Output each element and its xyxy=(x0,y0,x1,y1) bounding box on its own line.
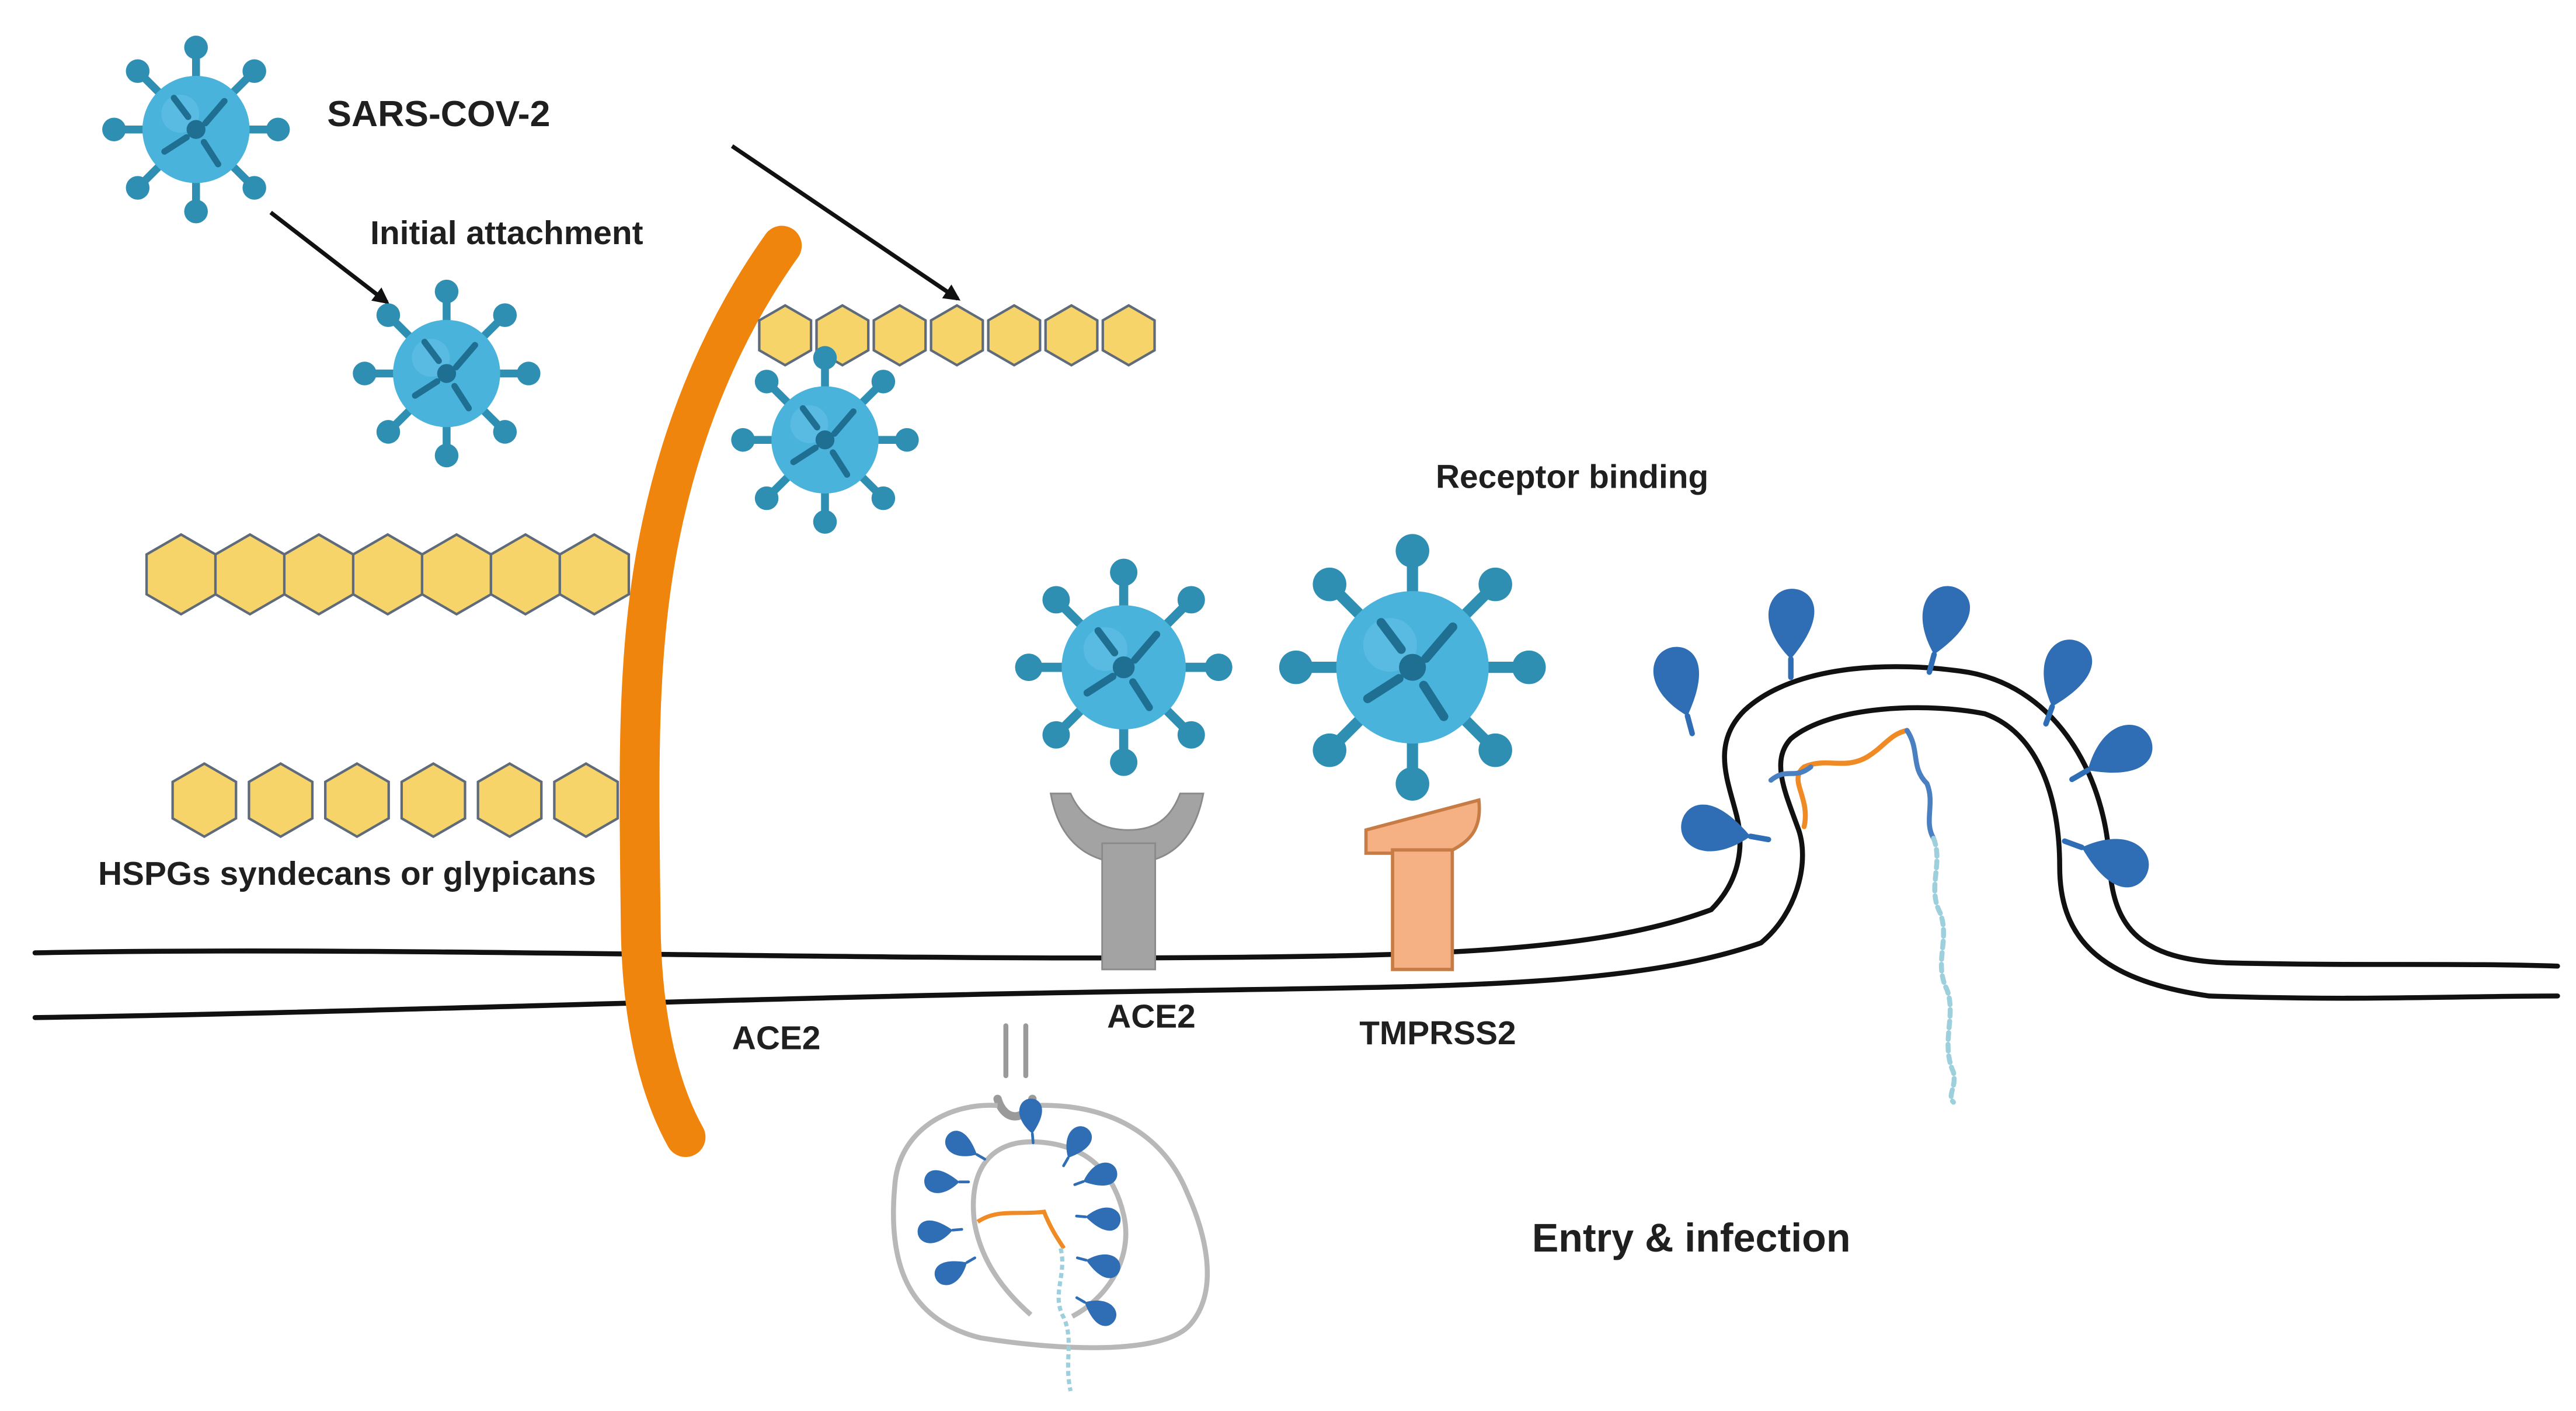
hspg-sugar-unit xyxy=(214,533,286,616)
arrow-icon-2 xyxy=(730,144,961,301)
hspg-sugar-unit xyxy=(987,304,1042,367)
initial-attachment-label: Initial attachment xyxy=(370,215,643,252)
hspg-sugar-unit xyxy=(558,533,631,616)
ace2-filament xyxy=(619,225,802,1158)
hspg-sugar-unit xyxy=(476,762,543,839)
hspg-sugar-unit xyxy=(758,304,813,367)
hspg-label: HSPGs syndecans or glypicans xyxy=(98,856,596,892)
hspg-sugar-unit xyxy=(930,304,984,367)
hspg-sugar-unit xyxy=(1101,304,1156,367)
cell-membrane xyxy=(32,664,2560,1020)
hspg-sugar-unit xyxy=(1044,304,1099,367)
tmprss2-icon xyxy=(1364,798,1481,971)
hspg-sugar-unit xyxy=(171,762,238,839)
hspg-chain-top xyxy=(758,304,1156,367)
ace2-left-label: ACE2 xyxy=(732,1020,821,1056)
bud-spikes xyxy=(1648,581,2160,893)
tmprss2-label: TMPRSS2 xyxy=(1359,1015,1516,1052)
hspg-sugar-unit xyxy=(489,533,562,616)
virus-icon-attaching xyxy=(353,280,540,467)
endosome-icon xyxy=(891,1023,1210,1392)
hspg-sugar-unit xyxy=(283,533,355,616)
virus-icon-main xyxy=(102,36,290,223)
virus-icon-bound-hspg xyxy=(731,346,918,534)
viral-rna xyxy=(1768,728,1957,1105)
hspg-sugar-unit xyxy=(400,762,467,839)
ace2-receptor-icon xyxy=(1049,793,1205,971)
hspg-chain-middle xyxy=(145,533,631,616)
hspg-sugar-unit xyxy=(324,762,390,839)
hspg-sugar-unit xyxy=(145,533,217,616)
hspg-sugar-unit xyxy=(872,304,927,367)
hspg-sugar-unit xyxy=(553,762,619,839)
virus-icon-tmprss2 xyxy=(1279,534,1546,801)
hspg-sugar-unit xyxy=(420,533,493,616)
ace2-mid-label: ACE2 xyxy=(1107,998,1196,1035)
virus-name-label: SARS-COV-2 xyxy=(327,93,550,134)
arrow-icon-1 xyxy=(269,211,390,304)
receptor-binding-label: Receptor binding xyxy=(1436,459,1708,496)
entry-infection-label: Entry & infection xyxy=(1532,1216,1851,1260)
hspg-sugar-unit xyxy=(248,762,314,839)
hspg-sugar-unit xyxy=(351,533,424,616)
virus-icon-ace2 xyxy=(1015,559,1233,776)
hspg-chain-bottom xyxy=(171,762,619,839)
